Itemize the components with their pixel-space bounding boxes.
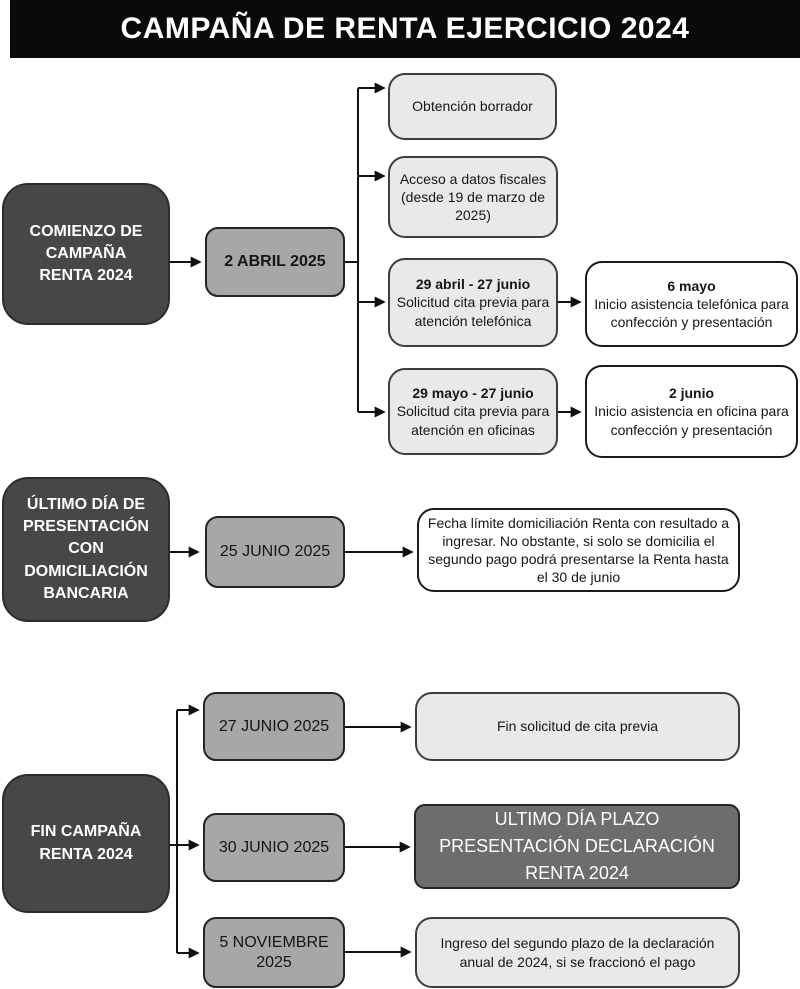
date-label: 5 NOVIEMBRE 2025 bbox=[219, 933, 329, 971]
plazo-line: PRESENTACIÓN DECLARACIÓN bbox=[439, 836, 715, 856]
node-ingreso-segundo-plazo: Ingreso del segundo plazo de la declarac… bbox=[415, 917, 740, 988]
node-text: Fin solicitud de cita previa bbox=[496, 718, 659, 735]
ultimo-label-line: PRESENTACIÓN bbox=[23, 518, 149, 536]
ultimo-label-line: CON bbox=[68, 540, 104, 558]
node-fecha-limite-nota: Fecha límite domiciliación Renta con res… bbox=[417, 508, 740, 592]
comienzo-label-line: CAMPAÑA bbox=[45, 244, 127, 262]
node-heading: 29 abril - 27 junio bbox=[415, 276, 531, 293]
plazo-line: ULTIMO DÍA PLAZO bbox=[494, 809, 660, 829]
node-fin-cita-previa: Fin solicitud de cita previa bbox=[415, 692, 740, 761]
node-text: Ingreso del segundo plazo de la declarac… bbox=[440, 935, 715, 970]
node-date-30-junio: 30 JUNIO 2025 bbox=[203, 813, 345, 882]
ultimo-label-line: ÚLTIMO DÍA DE bbox=[26, 496, 146, 514]
date-label: 30 JUNIO 2025 bbox=[218, 838, 330, 856]
node-text: Inicio asistencia telefónica para confec… bbox=[594, 295, 789, 331]
node-ultimo-plazo-presentacion: ULTIMO DÍA PLAZO PRESENTACIÓN DECLARACIÓ… bbox=[414, 804, 740, 889]
node-text: Acceso a datos fiscales (desde 19 de mar… bbox=[399, 170, 547, 224]
node-heading: 6 mayo bbox=[667, 277, 716, 294]
ultimo-label-line: BANCARIA bbox=[43, 584, 129, 602]
date-label: 2 ABRIL 2025 bbox=[224, 253, 326, 270]
node-heading: 2 junio bbox=[668, 385, 715, 402]
node-date-5-noviembre: 5 NOVIEMBRE 2025 bbox=[203, 917, 345, 988]
node-text: Inicio asistencia en oficina para confec… bbox=[594, 403, 789, 438]
fin-label-line: FIN CAMPAÑA bbox=[30, 823, 142, 841]
node-comienzo-label: COMIENZO DE CAMPAÑA RENTA 2024 bbox=[2, 183, 170, 325]
node-text: Solicitud cita previa para atención en o… bbox=[396, 403, 550, 438]
node-cita-previa-oficinas: 29 mayo - 27 junio Solicitud cita previa… bbox=[388, 368, 558, 455]
node-text: Obtención borrador bbox=[412, 98, 533, 115]
date-label: 27 JUNIO 2025 bbox=[218, 717, 330, 735]
node-heading: 29 mayo - 27 junio bbox=[412, 385, 534, 402]
node-date-25-junio: 25 JUNIO 2025 bbox=[205, 516, 345, 588]
title-banner: CAMPAÑA DE RENTA EJERCICIO 2024 bbox=[10, 0, 800, 58]
page-title: CAMPAÑA DE RENTA EJERCICIO 2024 bbox=[120, 12, 690, 45]
node-asistencia-telefonica: 6 mayo Inicio asistencia telefónica para… bbox=[585, 261, 798, 347]
comienzo-label-line: COMIENZO DE bbox=[29, 222, 143, 240]
fin-label-line: RENTA 2024 bbox=[39, 845, 133, 863]
node-date-2-abril: 2 ABRIL 2025 bbox=[205, 227, 345, 297]
node-obtencion-borrador: Obtención borrador bbox=[388, 73, 557, 140]
plazo-line: RENTA 2024 bbox=[525, 863, 629, 883]
node-date-27-junio: 27 JUNIO 2025 bbox=[203, 692, 345, 761]
node-fin-label: FIN CAMPAÑA RENTA 2024 bbox=[2, 774, 170, 913]
date-label: 25 JUNIO 2025 bbox=[219, 543, 331, 560]
node-text: Fecha límite domiciliación Renta con res… bbox=[427, 514, 730, 586]
node-asistencia-oficina: 2 junio Inicio asistencia en oficina par… bbox=[585, 365, 798, 458]
node-cita-previa-telefonica: 29 abril - 27 junio Solicitud cita previ… bbox=[388, 258, 558, 347]
comienzo-label-line: RENTA 2024 bbox=[39, 267, 133, 285]
node-text: Solicitud cita previa para atención tele… bbox=[396, 294, 550, 329]
ultimo-label-line: DOMICILIACIÓN bbox=[24, 562, 148, 580]
node-ultimo-dia-label: ÚLTIMO DÍA DE PRESENTACIÓN CON DOMICILIA… bbox=[2, 477, 170, 622]
node-acceso-datos: Acceso a datos fiscales (desde 19 de mar… bbox=[388, 156, 558, 238]
